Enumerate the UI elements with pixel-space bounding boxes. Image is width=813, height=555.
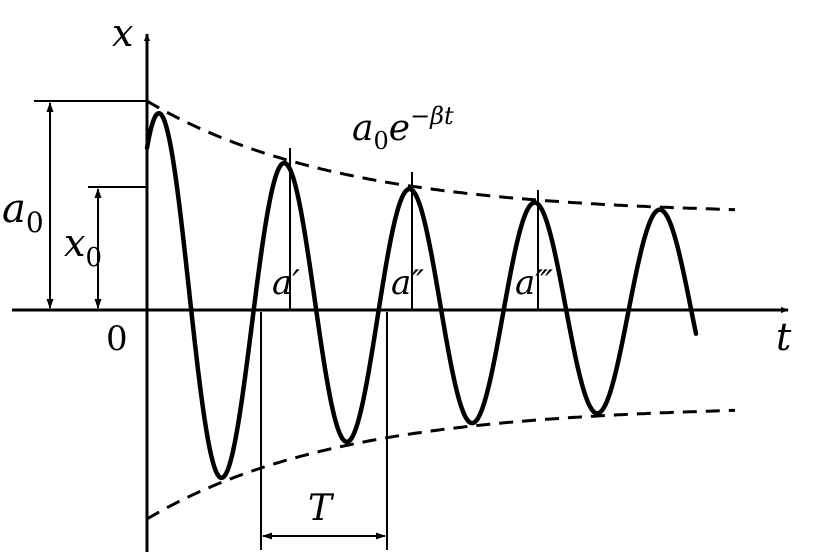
lower-envelope-curve (146, 408, 735, 521)
initial-amplitude-base: a (2, 186, 26, 232)
peak-label-a-prime: a′ (272, 263, 300, 303)
origin-label: 0 (106, 319, 128, 359)
peak-label-a-triple-prime: a‴ (515, 263, 553, 303)
period-label: T (308, 488, 335, 529)
damped-oscillation-curve (144, 110, 699, 481)
initial-amplitude-label: a0 (2, 186, 44, 239)
envelope-label-sub: 0 (373, 127, 388, 155)
vertical-axis-label: x (112, 11, 133, 55)
upper-envelope-curve (146, 99, 735, 212)
initial-amplitude-sub: 0 (26, 206, 44, 239)
horizontal-axis-label: t (776, 315, 792, 359)
envelope-label-exponent: −βt (410, 102, 454, 130)
envelope-label-base: a (352, 108, 373, 149)
envelope-label: a0e−βt (352, 102, 454, 155)
initial-displacement-base: x (64, 221, 85, 265)
peak-label-a-double-prime: a″ (391, 263, 424, 303)
envelope-label-e: e (389, 108, 410, 149)
initial-displacement-sub: 0 (85, 243, 102, 273)
initial-displacement-label: x0 (64, 221, 102, 273)
